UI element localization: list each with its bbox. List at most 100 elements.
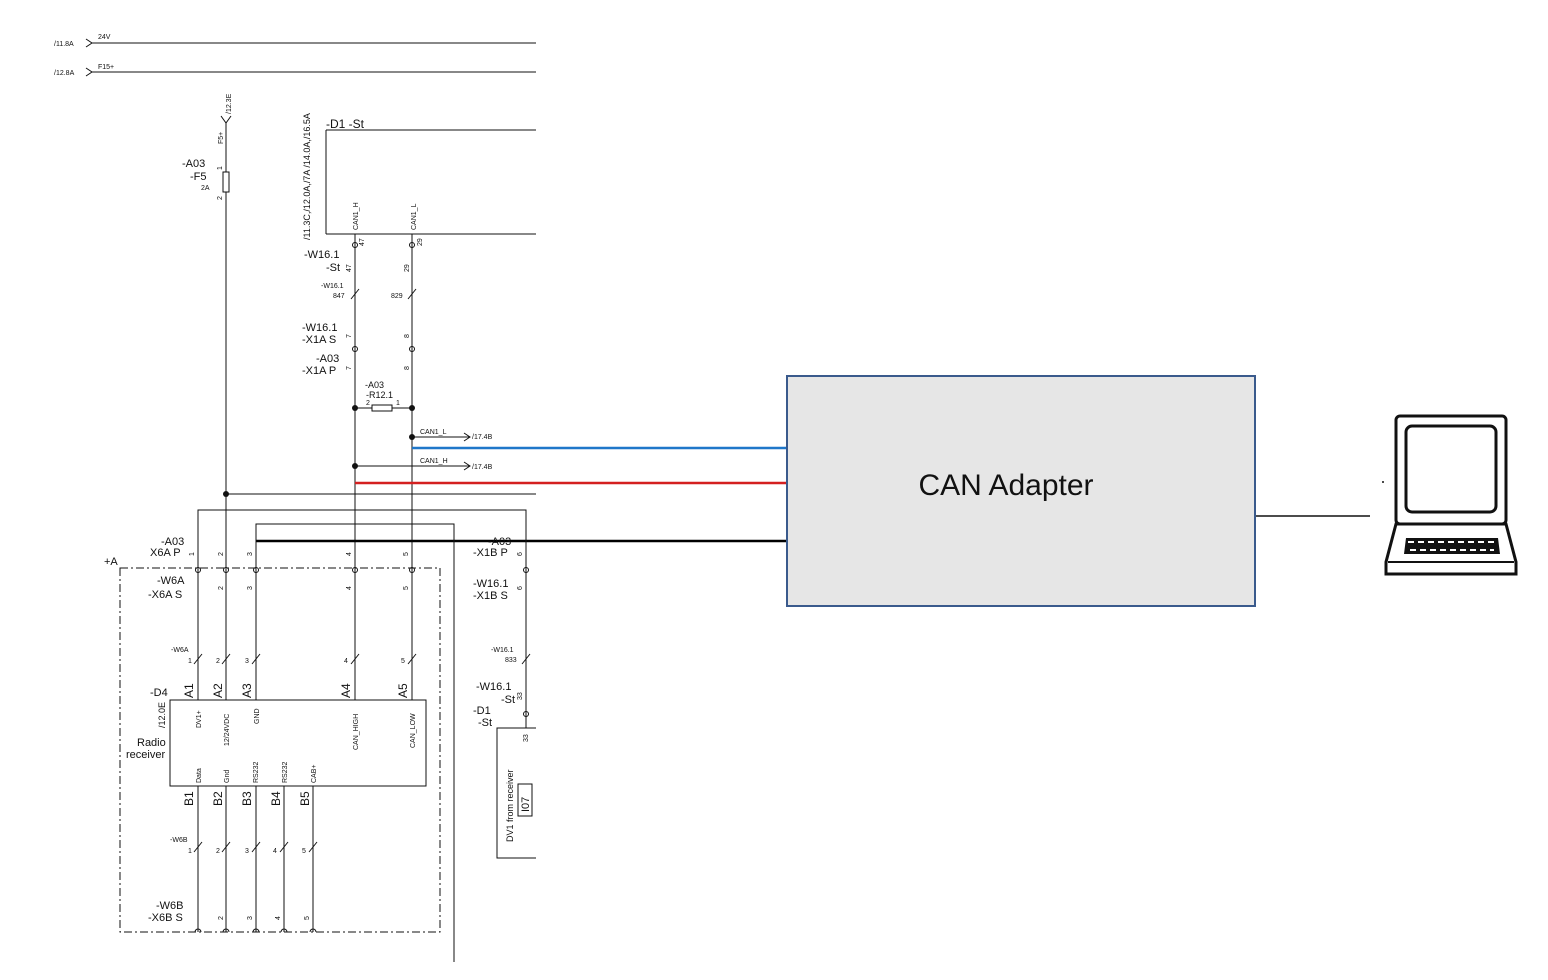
d1-pin-name: CAN1_L xyxy=(411,203,418,230)
rail-f15: /12.8A F15+ xyxy=(54,64,536,77)
rail-name: 24V xyxy=(98,34,111,41)
label-line: 833 xyxy=(505,657,517,664)
label-line: -X1B S xyxy=(473,590,508,602)
pin-num: 1 xyxy=(396,400,400,407)
rail-ref: /11.8A xyxy=(54,41,74,48)
label-line: -A03 xyxy=(161,536,184,548)
pin-num: 6 xyxy=(517,586,524,590)
xref-can-high: CAN1_H /17.4B xyxy=(352,458,493,471)
label-line: -W6A xyxy=(157,575,185,587)
label-line: -W16.1 xyxy=(476,681,511,693)
pin-num: 5 xyxy=(403,586,410,590)
xref-ref: /17.4B xyxy=(472,434,493,441)
label-line: 847 xyxy=(333,293,345,300)
pin-num: 3 xyxy=(245,658,249,665)
label-line: -W16.1 xyxy=(321,283,344,290)
label-line: /12.0E xyxy=(157,702,167,728)
label-line: -St xyxy=(501,694,515,706)
fuse-label: -A03 xyxy=(182,158,205,170)
pin-num: 8 xyxy=(404,334,411,338)
resistor-r12: -A03 -R12.1 2 1 xyxy=(352,380,415,412)
pin-num: 5 xyxy=(302,848,306,855)
fuse-pin: 2 xyxy=(217,196,224,200)
w16-st-label: -W16.1 -St 47 29 xyxy=(304,249,411,274)
pin-id: B1 xyxy=(182,791,196,806)
label-line: -W16.1 xyxy=(302,322,337,334)
pin-id: A2 xyxy=(211,683,225,698)
pin-num: 4 xyxy=(273,848,277,855)
pin-num: 2 xyxy=(218,552,225,556)
pin-num: 29 xyxy=(404,264,411,272)
label-line: -A03 xyxy=(488,536,511,548)
pin-id: A3 xyxy=(240,683,254,698)
pin-name: CAN_LOW xyxy=(410,713,417,748)
d1-pin-name: CAN1_H xyxy=(353,202,360,230)
pin-name: 12/24VDC xyxy=(224,714,231,746)
harness-frames xyxy=(197,494,527,962)
pin-num: 5 xyxy=(304,916,311,920)
pin-name: RS232 xyxy=(253,761,260,783)
label-line: -St xyxy=(478,717,492,729)
pin-num: 5 xyxy=(401,658,405,665)
pin-num: 4 xyxy=(346,552,353,556)
d4-bottom-conductors xyxy=(193,786,318,933)
label-line: -A03 xyxy=(316,353,339,365)
label-line: -X6A S xyxy=(148,589,182,601)
pin-name: CAB+ xyxy=(311,765,318,783)
x6b-s-label: -W6B -X6B S 2 3 4 5 xyxy=(148,900,311,924)
pin-num: 4 xyxy=(344,658,348,665)
x6a-p-label: -A03 X6A P xyxy=(150,536,184,559)
pin-num: 3 xyxy=(245,848,249,855)
x1a-s-label: -W16.1 -X1A S 7 8 xyxy=(302,322,411,346)
rail-ref: /12.8A xyxy=(54,70,75,77)
pin-num: 1 xyxy=(189,552,196,556)
fuse-rating: 2A xyxy=(201,185,210,192)
label-line: X6A P xyxy=(150,547,181,559)
label-line: -X1B P xyxy=(473,547,508,559)
d1-pin-num: 29 xyxy=(417,238,424,246)
connector-marks xyxy=(350,242,417,352)
pin-name: Data xyxy=(196,768,203,783)
label-line: -X1A P xyxy=(302,365,336,377)
can-adapter-label: CAN Adapter xyxy=(918,469,1094,502)
pin-num: 3 xyxy=(247,552,254,556)
x6a-s-label: -W6A -X6A S 2 3 4 5 xyxy=(148,575,410,601)
d1-pin-num: 47 xyxy=(359,238,366,246)
label-line: Radio xyxy=(137,737,166,749)
w16-wire-label: -W16.1 847 829 xyxy=(321,283,403,300)
pin-num: 6 xyxy=(517,552,524,556)
location-enclosure xyxy=(119,567,441,933)
d4-top-conductors xyxy=(193,567,417,700)
x6a-p-pins: 1 2 3 4 5 xyxy=(189,552,410,556)
pin-num: 33 xyxy=(517,692,524,700)
d1-ref: /11.3C,/12.0A,/7A /14.0A,/16.5A xyxy=(302,113,312,240)
pin-id: A4 xyxy=(339,683,353,698)
fuse-label: -F5 xyxy=(190,171,207,183)
pin-num: 2 xyxy=(216,658,220,665)
can-adapter-box: CAN Adapter xyxy=(786,375,1256,607)
pin-num: 2 xyxy=(218,916,225,920)
label-line: -X6B S xyxy=(148,912,183,924)
pin-id: B3 xyxy=(240,791,254,806)
pin-name: DV1+ xyxy=(196,710,203,728)
fuse-net: F5+ xyxy=(218,132,225,144)
d1-block: -D1 -St /11.3C,/12.0A,/7A /14.0A,/16.5A … xyxy=(302,113,536,246)
location-label: +A xyxy=(104,556,118,568)
pin-id: A1 xyxy=(182,683,196,698)
pin-num: 5 xyxy=(403,552,410,556)
xref-net: CAN1_L xyxy=(420,429,447,436)
pin-id: B5 xyxy=(298,791,312,806)
radio-receiver-d4: -D4 /12.0E Radio receiver A1 A2 A3 A4 A5… xyxy=(126,683,427,806)
label-line: -D4 xyxy=(150,687,168,699)
label-line: -W16.1 xyxy=(491,647,514,654)
input-id: I07 xyxy=(520,797,532,812)
label-line: -R12.1 xyxy=(366,390,393,400)
label-line: -X1A S xyxy=(302,334,336,346)
pin-name: GND xyxy=(254,708,261,724)
pin-num: 47 xyxy=(346,264,353,272)
label-line: -W6B xyxy=(170,837,188,844)
pin-num: 33 xyxy=(523,734,530,742)
x1a-p-label: -A03 -X1A P 7 8 xyxy=(302,353,411,377)
label-line: -W16.1 xyxy=(304,249,339,261)
